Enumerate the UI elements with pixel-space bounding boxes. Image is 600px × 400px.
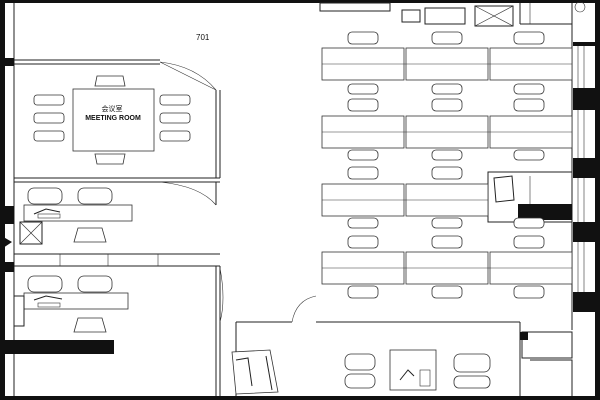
reception-area <box>344 331 573 396</box>
unit-number: 701 <box>196 33 210 42</box>
office-2 <box>13 266 224 396</box>
top-right-fixtures <box>319 1 586 27</box>
office-1 <box>14 187 220 267</box>
workstation-chairs <box>347 31 545 299</box>
glass-cubicle <box>487 171 573 223</box>
meeting-room-label-cn: 会议室 <box>102 104 123 113</box>
lamp-icon <box>33 208 61 215</box>
workstation-desks <box>321 47 573 285</box>
lamp-icon <box>399 369 415 381</box>
lounge-chair <box>231 349 279 395</box>
meeting-table <box>72 88 155 152</box>
meeting-chairs <box>33 75 191 165</box>
meeting-room-label-en: MEETING ROOM <box>85 115 141 122</box>
lamp-icon <box>33 295 63 301</box>
meeting-room <box>14 59 221 206</box>
